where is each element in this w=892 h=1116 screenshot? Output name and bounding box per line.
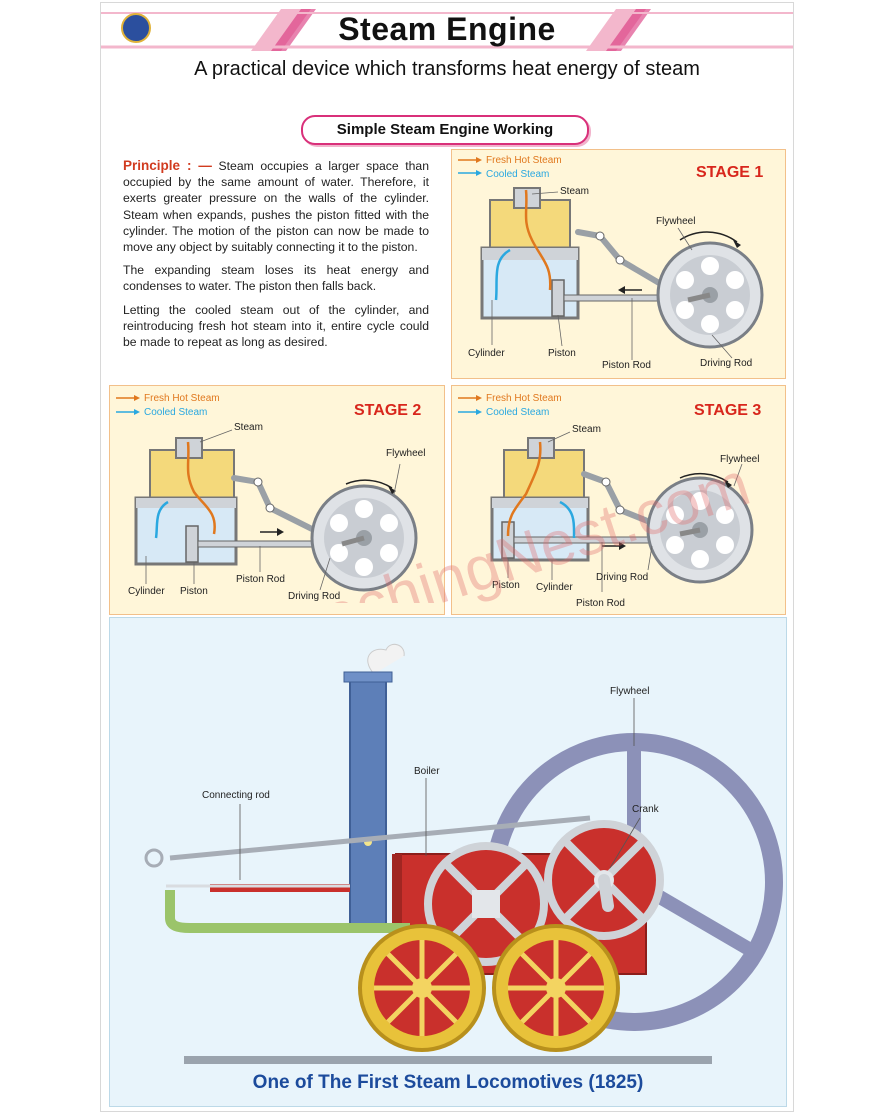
stage-1-flywheel-label: Flywheel [656, 216, 696, 227]
stage-2-panel: Fresh Hot Steam Cooled Steam STAGE 2 Ste… [109, 385, 445, 615]
stage-2-piston-rod-label: Piston Rod [236, 574, 285, 585]
locomotive-caption: One of The First Steam Locomotives (1825… [252, 1072, 644, 1093]
loco-connecting-rod-label: Connecting rod [202, 790, 270, 801]
stage-2-flywheel-label: Flywheel [386, 448, 426, 459]
stage-3-legend: Fresh Hot Steam Cooled Steam [486, 391, 562, 419]
loco-boiler-label: Boiler [414, 766, 440, 777]
stage-3-piston-rod-label: Piston Rod [576, 598, 625, 609]
stage-2-driving-rod-label: Driving Rod [288, 591, 341, 602]
stage-3-cylinder-label: Cylinder [536, 582, 573, 593]
stage-2-label: STAGE 2 [354, 402, 422, 419]
stage-3-panel: Fresh Hot Steam Cooled Steam STAGE 3 Ste… [451, 385, 786, 615]
stage-2-cylinder-label: Cylinder [128, 586, 165, 597]
wheels [358, 924, 620, 1052]
loco-crank-label: Crank [632, 804, 659, 815]
stage-3-label: STAGE 3 [694, 402, 762, 419]
legend-hot-steam: Fresh Hot Steam [486, 392, 562, 404]
legend-hot-steam: Fresh Hot Steam [144, 392, 220, 404]
stage-1-label: STAGE 1 [696, 164, 764, 181]
principle-para-1: Steam occupies a larger space than occup… [123, 159, 429, 255]
principle-label: Principle : — [123, 158, 212, 173]
principle-para-2: The expanding steam loses its heat energ… [123, 263, 429, 294]
page-title: Steam Engine [338, 11, 556, 47]
locomotive-panel: Flywheel Boiler Connecting rod Crank One… [109, 617, 787, 1107]
legend-cooled-steam: Cooled Steam [486, 406, 550, 418]
stage-3-steam-label: Steam [572, 424, 601, 435]
principle-text: Principle : — Steam occupies a larger sp… [123, 158, 429, 357]
stage-1-cylinder-label: Cylinder [468, 348, 505, 359]
legend-cooled-steam: Cooled Steam [144, 406, 208, 418]
legend-hot-steam: Fresh Hot Steam [486, 154, 562, 166]
publisher-logo [121, 13, 151, 43]
stage-1-steam-label: Steam [560, 186, 589, 197]
stage-3-flywheel-label: Flywheel [720, 454, 760, 465]
stage-1-panel: Fresh Hot Steam Cooled Steam STAGE 1 Ste… [451, 149, 786, 379]
stage-1-legend: Fresh Hot Steam Cooled Steam [486, 153, 562, 181]
loco-flywheel-label: Flywheel [610, 686, 650, 697]
title-banner [101, 9, 793, 51]
principle-para-3: Letting the cooled steam out of the cyli… [123, 302, 429, 350]
stage-2-diagram [116, 395, 418, 592]
stage-2-piston-label: Piston [180, 586, 208, 597]
stage-1-diagram [458, 157, 764, 360]
stage-1-piston-label: Piston [548, 348, 576, 359]
stage-2-steam-label: Steam [234, 422, 263, 433]
stage-1-driving-rod-label: Driving Rod [700, 358, 753, 369]
stage-3-piston-label: Piston [492, 580, 520, 591]
stage-1-piston-rod-label: Piston Rod [602, 360, 651, 371]
stage-3-diagram [458, 395, 754, 592]
page-subtitle: A practical device which transforms heat… [194, 58, 700, 80]
stage-3-driving-rod-label: Driving Rod [596, 572, 649, 583]
poster: Steam Engine A practical device which tr… [100, 2, 794, 1112]
locomotive-diagram [144, 643, 783, 1064]
legend-cooled-steam: Cooled Steam [486, 168, 550, 180]
stage-2-legend: Fresh Hot Steam Cooled Steam [144, 391, 220, 419]
section-title: Simple Steam Engine Working [301, 115, 589, 145]
